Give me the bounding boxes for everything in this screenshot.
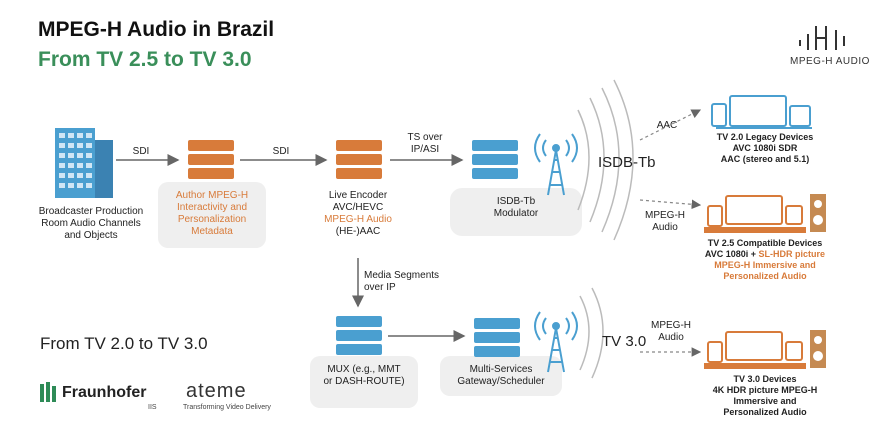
edge-mpegh-1: MPEG-H Audio: [640, 210, 690, 234]
tv30-line-3: Immersive and: [733, 396, 797, 406]
mux-label: MUX (e.g., MMT or DASH-ROUTE): [310, 364, 418, 388]
tv25-line-2: AVC 1080i + SL-HDR picture: [684, 249, 846, 260]
fraunhofer-logo-icon: [40, 382, 56, 402]
gateway-line-2: Gateway/Scheduler: [457, 376, 545, 387]
tv25-line-4: Personalized Audio: [723, 271, 807, 281]
encoder-line-3: MPEG-H Audio: [324, 214, 392, 225]
edge-ts: TS over IP/ASI: [400, 132, 450, 156]
tv30-devices-icon: [704, 330, 826, 369]
mux-box: [310, 356, 418, 408]
edge-media-line-1: Media Segments: [364, 270, 440, 281]
edge-ts-line-1: TS over: [407, 132, 443, 143]
transition-label: From TV 2.0 to TV 3.0: [40, 334, 208, 353]
tv25-devices-icon: [704, 194, 826, 233]
edge-aac: AAC: [656, 120, 678, 131]
tv25-devices-label: TV 2.5 Compatible Devices AVC 1080i + SL…: [684, 238, 846, 282]
tv30-line-1: TV 3.0 Devices: [733, 374, 797, 384]
modulator-line-2: Modulator: [493, 208, 539, 219]
edge-ts-line-2: IP/ASI: [410, 144, 440, 155]
arrow-mpegh1: [639, 199, 702, 210]
mpegh-logo-icon: [799, 26, 845, 50]
tv20-line-3: AAC (stereo and 5.1): [720, 154, 810, 164]
author-box: [158, 182, 266, 248]
encoder-server-icon: [336, 140, 382, 179]
tower2-icon: [534, 311, 578, 373]
gateway-line-1: Multi-Services: [469, 364, 533, 375]
tv30-label: TV 3.0: [602, 333, 647, 350]
tv30-line-2: 4K HDR picture MPEG-H: [712, 385, 818, 395]
edge-sdi-2: SDI: [272, 146, 290, 157]
edge-mpegh-1-line-2: Audio: [652, 222, 678, 233]
gateway-box: [440, 356, 562, 396]
tv30-devices-label: TV 3.0 Devices 4K HDR picture MPEG-H Imm…: [690, 374, 840, 418]
broadcast-waves: [577, 79, 634, 379]
tv25-line-1: TV 2.5 Compatible Devices: [707, 238, 823, 248]
fraunhofer-iis-text: IIS: [148, 404, 157, 411]
modulator-line-1: ISDB-Tb: [496, 196, 536, 207]
edge-mpegh-2-line-2: Audio: [658, 332, 684, 343]
page-subtitle: From TV 2.5 to TV 3.0: [38, 48, 252, 71]
building-icon: [55, 128, 113, 198]
tv25-line-2a: AVC 1080i +: [704, 249, 759, 259]
tower-icon: [534, 133, 578, 196]
modulator-server-icon: [472, 140, 518, 179]
tv30-line-4: Personalized Audio: [723, 407, 807, 417]
mux-line-1: MUX (e.g., MMT: [327, 364, 401, 375]
mux-line-2: or DASH-ROUTE): [323, 376, 405, 387]
edge-media: Media Segments over IP: [364, 270, 454, 294]
mux-server-icon: [336, 316, 382, 355]
page-title: MPEG-H Audio in Brazil: [38, 18, 275, 41]
isdb-tb-label: ISDB-Tb: [598, 154, 656, 171]
tv20-devices-label: TV 2.0 Legacy Devices AVC 1080i SDR AAC …: [690, 132, 840, 165]
author-label: Author MPEG-H Interactivity and Personal…: [175, 190, 249, 237]
edge-media-line-2: over IP: [364, 282, 396, 293]
modulator-label: ISDB-Tb Modulator: [452, 196, 580, 220]
encoder-line-1: Live Encoder: [328, 190, 388, 201]
edge-mpegh-1-line-1: MPEG-H: [645, 210, 685, 221]
author-server-icon: [188, 140, 234, 179]
gateway-label: Multi-Services Gateway/Scheduler: [440, 364, 562, 388]
ateme-tagline: Transforming Video Delivery: [183, 404, 271, 411]
edge-mpegh-2-line-1: MPEG-H: [651, 320, 691, 331]
edge-mpegh-2: MPEG-H Audio: [646, 320, 696, 344]
tv20-devices-icon: [711, 95, 812, 129]
modulator-box: [450, 188, 582, 236]
tv25-line-3: MPEG-H Immersive and: [714, 260, 816, 270]
arrow-aac: [639, 109, 702, 141]
edge-sdi-1: SDI: [132, 146, 150, 157]
encoder-label: Live Encoder AVC/HEVC MPEG-H Audio (HE-)…: [300, 190, 416, 238]
mpegh-logo-text: MPEG-H AUDIO: [790, 56, 870, 67]
tv20-line-2: AVC 1080i SDR: [732, 143, 798, 153]
encoder-line-2: AVC/HEVC: [332, 202, 384, 213]
tv20-line-1: TV 2.0 Legacy Devices: [716, 132, 814, 142]
encoder-line-4: (HE-)AAC: [335, 226, 381, 237]
gateway-server-icon: [474, 318, 520, 357]
fraunhofer-logo-text: Fraunhofer: [62, 384, 147, 401]
tv25-line-2b: SL-HDR picture: [758, 249, 826, 259]
broadcaster-label: Broadcaster Production Room Audio Channe…: [38, 206, 144, 241]
ateme-logo-text: ateme: [186, 380, 247, 402]
